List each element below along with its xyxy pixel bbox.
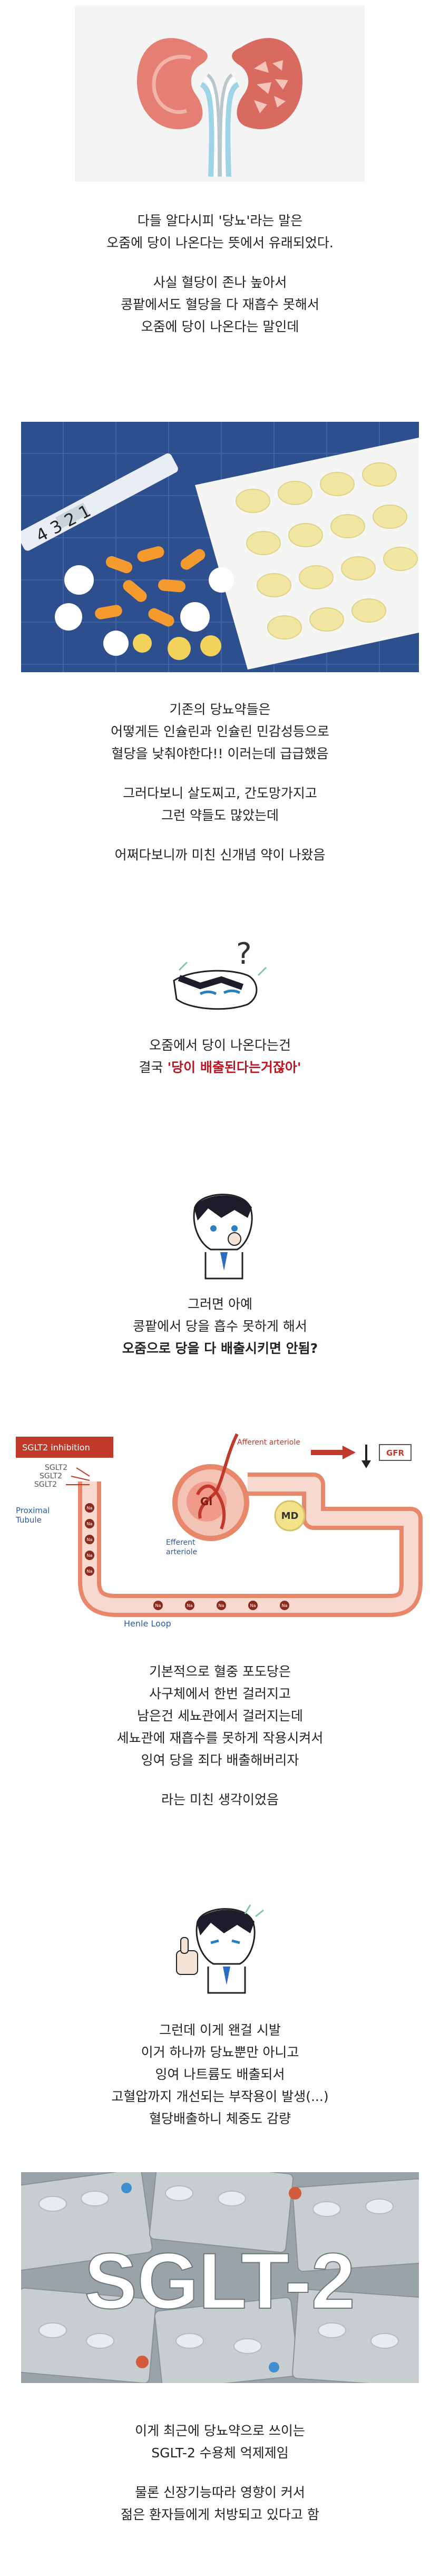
- text-line: 결국 '당이 배출된다는거잖아': [0, 1057, 440, 1079]
- text-line: 콩팥에서도 혈당을 다 재흡수 못해서: [121, 297, 319, 312]
- outro-text: 이게 최근에 당뇨약으로 쓰이는 SGLT-2 수용체 억제제임 물론 신장기능…: [0, 2420, 440, 2526]
- text-line: 고혈압까지 개선되는 부작용이 발생(...): [111, 2089, 329, 2104]
- text-line: 세뇨관에 재흡수를 못하게 작용시켜서: [116, 1730, 324, 1746]
- svg-text:Na: Na: [87, 1553, 93, 1558]
- proximal-label: Proximal: [16, 1506, 50, 1515]
- text-line: 다들 알다시피 '당뇨'라는 말은: [137, 213, 303, 228]
- tubule-label: Tubule: [16, 1515, 42, 1525]
- text-line: 젊은 환자들에게 처방되고 있다고 함: [121, 2507, 319, 2522]
- text-line: 이게 최근에 당뇨약으로 쓰이는: [135, 2423, 305, 2438]
- md-label: MD: [281, 1510, 299, 1522]
- text-line: 오줌에서 당이 나온다는건: [149, 1038, 291, 1053]
- text-line: 사실 혈당이 존나 높아서: [153, 275, 287, 290]
- text-line: 혈당배출하니 체중도 감량: [149, 2111, 291, 2126]
- pill-blister-photo: SGLT-2: [21, 2172, 419, 2383]
- question-text: 오줌에서 당이 나온다는건 결국 '당이 배출된다는거잖아': [0, 1034, 440, 1079]
- text-line: 혈당을 낮춰야한다!! 이러는데 급급했음: [111, 746, 329, 761]
- drugs-text: 기존의 당뇨약들은 어떻게든 인슐린과 인슐린 민감성등으로 혈당을 낮춰야한다…: [0, 699, 440, 866]
- intro-text: 다들 알다시피 '당뇨'라는 말은 오줌에 당이 나온다는 뜻에서 유래되었다.…: [0, 210, 440, 338]
- kidney-illustration-icon: [75, 5, 365, 182]
- text-line: SGLT-2 수용체 억제제임: [151, 2445, 289, 2461]
- svg-text:Na: Na: [187, 1603, 193, 1608]
- text-line: 그런데 이게 왠걸 시발: [159, 2022, 281, 2038]
- afferent-label: Afferent arteriole: [237, 1438, 300, 1447]
- text-line: 남은건 세뇨관에서 걸러지는데: [137, 1708, 303, 1723]
- text-line: 기존의 당뇨약들은: [169, 702, 271, 717]
- thinking-character-icon: [184, 1186, 263, 1281]
- svg-text:Na: Na: [87, 1537, 93, 1542]
- gfr-label: GFR: [386, 1448, 405, 1458]
- sglt2-inhibition-label: SGLT2 inhibition: [22, 1442, 90, 1452]
- mechanism-text: 기본적으로 혈중 포도당은 사구체에서 한번 걸러지고 남은건 세뇨관에서 걸러…: [0, 1661, 440, 1811]
- svg-text:Na: Na: [87, 1522, 93, 1526]
- text-line: 그러면 아예: [188, 1296, 252, 1312]
- text-line: 어쩌다보니까 미친 신개념 약이 나왔음: [114, 847, 326, 863]
- svg-text:SGLT2: SGLT2: [34, 1480, 57, 1489]
- text-line: 콩팥에서 당을 흡수 못하게 해서: [133, 1319, 307, 1334]
- idea-text: 그러면 아예 콩팥에서 당을 흡수 못하게 해서 오줌으로 당을 다 배출시키면…: [0, 1293, 440, 1360]
- confused-character-icon: ?: [169, 938, 274, 1012]
- text-line: 잉여 당을 죄다 배출해버리자: [141, 1752, 299, 1768]
- text-line: 오줌으로 당을 다 배출시키면 안됨?: [122, 1341, 318, 1356]
- svg-text:SGLT2: SGLT2: [40, 1472, 62, 1480]
- svg-text:Na: Na: [87, 1506, 93, 1510]
- text-line: 그러다보니 살도찌고, 간도망가지고: [123, 786, 317, 801]
- text-line: 이거 하나까 당뇨뿐만 아니고: [141, 2045, 299, 2060]
- text-line-prefix: 결국: [139, 1060, 168, 1075]
- text-line: 사구체에서 한번 걸러지고: [149, 1686, 291, 1701]
- svg-text:Na: Na: [87, 1569, 93, 1574]
- efferent-label-2: arteriole: [166, 1548, 197, 1556]
- banner-title: SGLT-2: [84, 2236, 355, 2325]
- gl-label: Gl: [200, 1495, 212, 1508]
- text-line: 잉여 나트륨도 배출되서: [155, 2067, 285, 2082]
- efferent-label-1: Efferent: [166, 1538, 195, 1547]
- question-mark-icon: ?: [236, 938, 252, 971]
- text-line: 어떻게든 인슐린과 인슐린 민감성등으로: [111, 724, 329, 739]
- svg-text:Na: Na: [219, 1603, 224, 1608]
- text-line: 오줌에 당이 나온다는 뜻에서 유래되었다.: [106, 235, 334, 250]
- svg-text:Na: Na: [250, 1603, 256, 1608]
- svg-text:Na: Na: [155, 1603, 161, 1608]
- pills-photo: 4 3 2 1: [21, 422, 419, 672]
- svg-text:Na: Na: [282, 1603, 288, 1608]
- result-text: 그런데 이게 왠걸 시발 이거 하나까 당뇨뿐만 아니고 잉여 나트륨도 배출되…: [0, 2019, 440, 2130]
- text-line: 그런 약들도 많았는데: [161, 808, 279, 823]
- thumbs-up-character-icon: [166, 1901, 271, 1996]
- henle-loop-label: Henle Loop: [124, 1619, 171, 1629]
- text-line: 물론 신장기능따라 영향이 커서: [135, 2485, 305, 2500]
- text-line: 오줌에 당이 나온다는 말인데: [141, 319, 299, 334]
- svg-text:SGLT2: SGLT2: [45, 1464, 67, 1472]
- text-line: 라는 미친 생각이었음: [161, 1792, 279, 1807]
- nephron-diagram: Na Na Na Na Na Na Na Na Na Na Gl MD SGLT…: [16, 1423, 427, 1632]
- text-line: 기본적으로 혈중 포도당은: [149, 1664, 291, 1679]
- text-emphasis: '당이 배출된다는거잖아': [167, 1060, 301, 1075]
